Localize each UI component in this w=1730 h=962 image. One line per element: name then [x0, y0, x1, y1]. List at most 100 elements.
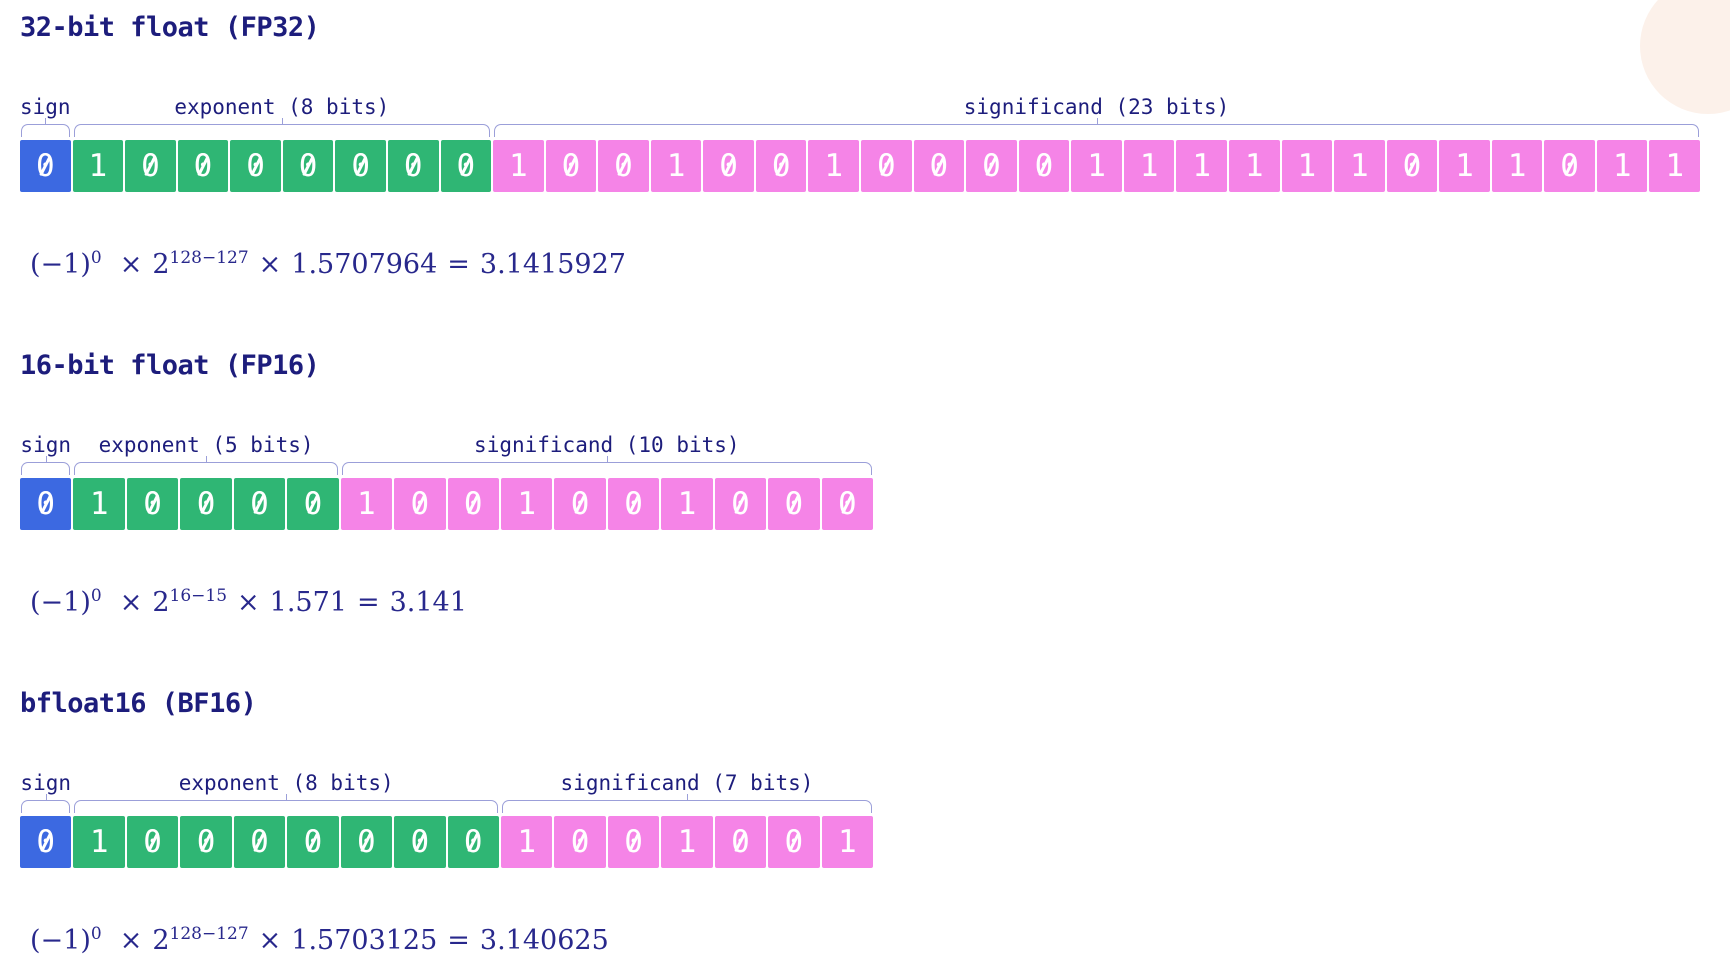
bit-value: 0: [357, 823, 376, 860]
bit-value: 1: [88, 147, 108, 184]
bit-cell-significand: 0: [755, 140, 807, 192]
bit-cell-significand: 1: [808, 140, 859, 192]
bit-cell-significand: 0: [545, 140, 597, 192]
bit-cell-significand: 0: [394, 478, 446, 530]
exponent-label: exponent (5 bits): [98, 433, 314, 457]
bit-cell-significand: 0: [554, 478, 606, 530]
equals-icon: =: [447, 925, 470, 956]
bit-cell-sign: 0: [20, 816, 72, 868]
bit-value: 0: [298, 147, 318, 184]
sign-label: sign: [20, 95, 71, 119]
bit-value: 0: [303, 823, 323, 860]
times-icon: ×: [258, 249, 282, 280]
bit-cell-exponent: 0: [180, 478, 232, 530]
bit-cell-significand: 0: [861, 140, 912, 192]
significand-label: significand (23 bits): [963, 95, 1230, 119]
bit-value: 1: [1192, 147, 1211, 184]
bit-cell-sign: 0: [20, 140, 71, 192]
fp16-decoded-value-formula: (−1)0×216−15×1.571=3.141: [30, 586, 1730, 620]
bit-value: 1: [1612, 147, 1632, 184]
bit-cell-exponent: 0: [126, 478, 179, 530]
bit-value: 0: [570, 485, 590, 522]
equals-icon: =: [356, 587, 380, 618]
formula-base: 2: [152, 925, 170, 956]
formula-mantissa: 1.5703125: [291, 925, 438, 956]
bit-value: 0: [250, 485, 269, 522]
bit-value: 1: [1455, 147, 1474, 184]
bit-cell-exponent: 1: [73, 816, 125, 868]
formula-exponent: 16−15: [169, 586, 228, 606]
bit-value: 0: [784, 823, 804, 860]
bit-cell-significand: 0: [913, 140, 965, 192]
bit-cell-exponent: 0: [230, 140, 281, 192]
bit-value: 0: [614, 147, 633, 184]
formula-sign-factor: (−1): [30, 925, 91, 956]
bit-value: 0: [570, 823, 590, 860]
bit-value: 0: [929, 147, 949, 184]
bit-cell-exponent: 0: [282, 140, 334, 192]
fp16-title: 16-bit float (FP16): [20, 350, 320, 381]
bit-cell-significand: 1: [1176, 140, 1227, 192]
formula-sign-exponent: 0: [90, 248, 102, 268]
exponent-label: exponent (8 bits): [178, 771, 394, 795]
bit-cell-significand: 1: [1649, 140, 1700, 192]
bit-cell-exponent: 0: [126, 816, 179, 868]
bit-cell-exponent: 0: [180, 816, 232, 868]
formula-result: 3.141: [389, 587, 467, 618]
times-icon: ×: [237, 587, 260, 618]
fp32-decoded-value-formula: (−1)0×2128−127×1.5707964=3.1415927: [30, 248, 1730, 282]
bit-cell-significand: 0: [607, 478, 660, 530]
formula-mantissa: 1.5707964: [291, 249, 438, 280]
bit-cell-significand: 0: [598, 140, 649, 192]
bit-cell-exponent: 1: [72, 140, 124, 192]
exponent-brace: [74, 456, 338, 475]
formula-base: 2: [152, 249, 170, 280]
times-icon: ×: [119, 249, 143, 280]
times-icon: ×: [119, 925, 143, 956]
equals-icon: =: [447, 249, 470, 280]
bit-value: 0: [731, 485, 750, 522]
bit-value: 1: [1507, 147, 1527, 184]
bit-value: 0: [410, 823, 430, 860]
bit-value: 0: [193, 147, 213, 184]
bit-cell-significand: 0: [1018, 140, 1070, 192]
bit-value: 1: [677, 485, 697, 522]
bit-cell-significand: 1: [661, 478, 713, 530]
bit-value: 0: [876, 147, 896, 184]
significand-brace: [341, 456, 872, 475]
bit-cell-significand: 1: [1439, 140, 1490, 192]
bit-cell-exponent: 0: [287, 478, 339, 530]
bit-cell-significand: 1: [500, 478, 553, 530]
bit-value: 1: [1139, 147, 1159, 184]
bit-value: 0: [463, 823, 483, 860]
bit-cell-significand: 0: [607, 816, 660, 868]
bit-value: 0: [36, 823, 56, 860]
bit-value: 0: [36, 485, 56, 522]
bit-value: 0: [719, 147, 738, 184]
bit-cell-significand: 1: [493, 140, 544, 192]
formula-sign-factor: (−1): [30, 587, 91, 618]
bit-cell-exponent: 0: [440, 140, 492, 192]
bit-cell-exponent: 0: [125, 140, 176, 192]
bit-value: 1: [1244, 147, 1264, 184]
bit-value: 0: [410, 485, 430, 522]
bit-cell-significand: 1: [1228, 140, 1280, 192]
exponent-brace: [73, 118, 491, 137]
bit-cell-significand: 1: [500, 816, 553, 868]
bit-value: 0: [246, 147, 265, 184]
bit-value: 0: [35, 147, 55, 184]
bit-cell-significand: 1: [1281, 140, 1333, 192]
bit-cell-significand: 1: [650, 140, 702, 192]
bit-value: 0: [196, 485, 216, 522]
formula-sign-factor: (−1): [30, 249, 91, 280]
bit-value: 0: [351, 147, 370, 184]
sign-label: sign: [20, 771, 71, 795]
bit-cell-exponent: 1: [73, 478, 125, 530]
bit-cell-exponent: 0: [340, 816, 393, 868]
bit-value: 1: [89, 485, 109, 522]
bit-value: 1: [1297, 147, 1317, 184]
bit-value: 1: [677, 823, 697, 860]
